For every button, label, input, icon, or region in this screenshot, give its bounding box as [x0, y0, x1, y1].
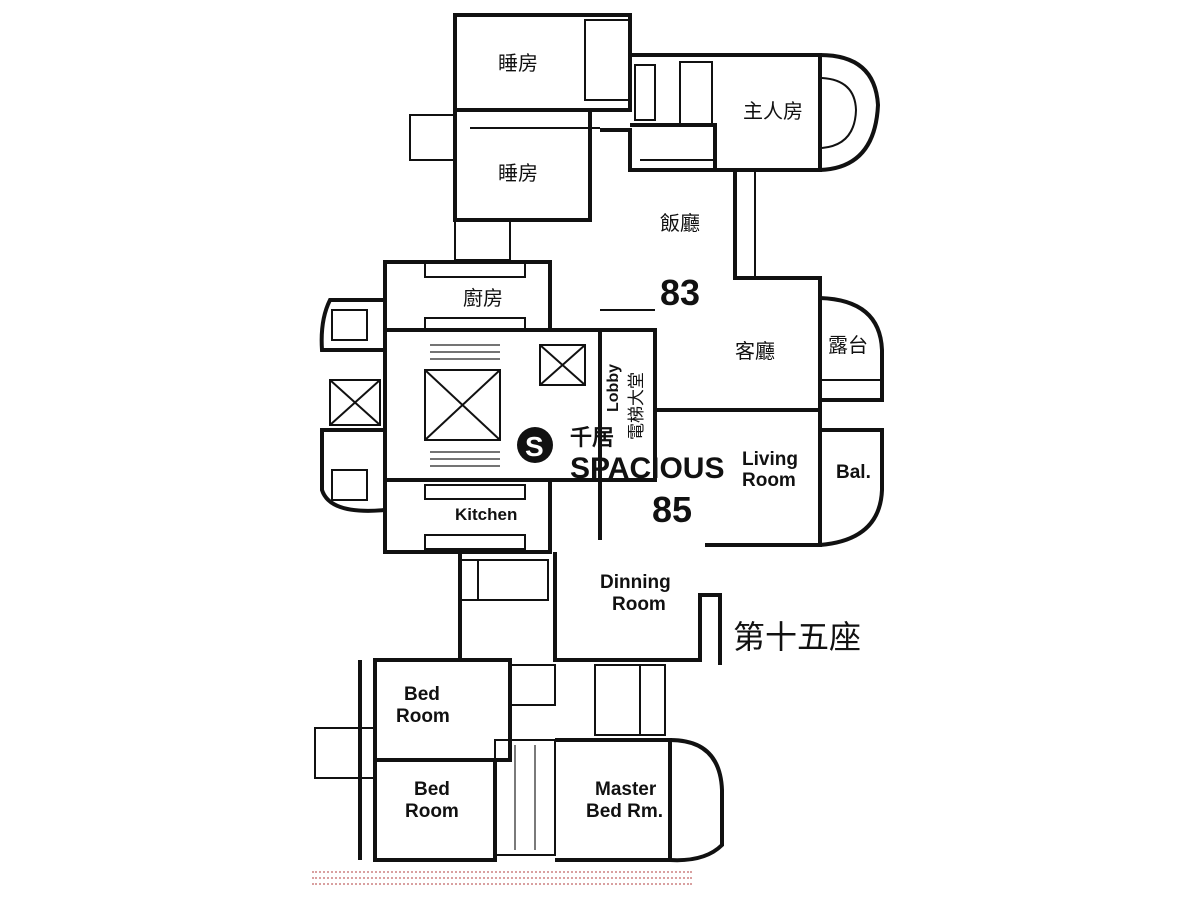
spacious-logo: S 千居 SPACIOUS [517, 426, 724, 485]
bed-room-lower-label-1: Bed [414, 779, 450, 800]
master-bed-room-label-1: Master [595, 779, 657, 800]
living-room-label-2: Room [742, 470, 796, 491]
living-label-zh: 客廳 [735, 339, 775, 363]
logo-chinese: 千居 [570, 426, 614, 451]
kitchen-label-zh: 廚房 [463, 286, 503, 310]
master-bed-room-label-2: Bed Rm. [586, 801, 663, 822]
logo-mark-icon [517, 427, 553, 463]
bedroom-label-zh-2: 睡房 [498, 161, 538, 185]
block-label: 第十五座 [733, 618, 861, 656]
flat-number-83: 83 [660, 272, 700, 313]
balcony-label-zh: 露台 [828, 333, 868, 357]
bed-room-upper-label-2: Room [396, 706, 450, 727]
bedroom-label-zh-1: 睡房 [498, 51, 538, 75]
kitchen-label-en: Kitchen [455, 505, 517, 524]
logo-english: SPACIOUS [570, 452, 724, 485]
balcony-label-en: Bal. [836, 462, 871, 483]
lobby-label-zh: 電梯大堂 [627, 372, 647, 440]
bed-room-upper-label-1: Bed [404, 684, 440, 705]
bed-room-lower-label-2: Room [405, 801, 459, 822]
dining-room-label-2: Room [612, 594, 666, 615]
living-room-label-1: Living [742, 449, 798, 470]
dining-label-zh: 飯廳 [660, 211, 700, 235]
fine-print [312, 868, 692, 898]
flat-85-walls [314, 408, 884, 863]
flat-number-85: 85 [652, 489, 692, 530]
master-bedroom-label-zh: 主人房 [743, 99, 803, 123]
logo-mark: S [525, 431, 544, 462]
lobby-label-en: Lobby [605, 364, 622, 412]
dining-room-label-1: Dinning [600, 572, 671, 593]
flat-83-walls [319, 13, 884, 412]
